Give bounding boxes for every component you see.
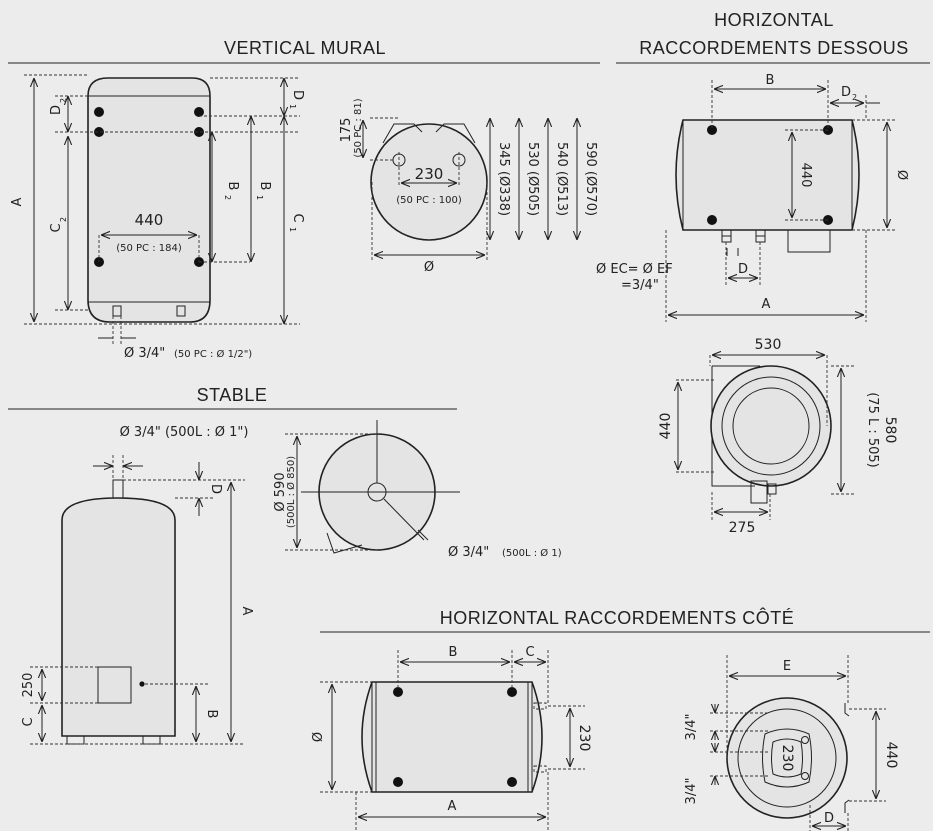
title-raccordements-dessous: RACCORDEMENTS DESSOUS (639, 38, 909, 58)
dim-175-note: (50 PC : 81) (353, 98, 364, 157)
dim-175: 175 (339, 118, 354, 143)
dim-250: 250 (21, 673, 36, 698)
dim-590: Ø 590 (273, 472, 288, 511)
dim-B: B (766, 73, 775, 88)
dim-quarter-1: 3/4" (684, 714, 699, 741)
horizontal-end-view (676, 355, 855, 520)
dim-580: 580 (882, 417, 898, 444)
title-stable: STABLE (197, 385, 268, 405)
dim-580-note: (75 L : 505) (865, 392, 880, 468)
pipe-note: (50 PC : Ø 1/2") (174, 348, 252, 360)
dim-D2-sub: 2 (852, 93, 857, 102)
dim-530: 530 (755, 337, 782, 353)
vertical-front-view (24, 74, 300, 345)
horizontal-cote-view (320, 650, 585, 831)
dim-B1-sub: 1 (255, 195, 264, 200)
dim-D: D (738, 262, 748, 277)
dim-590-note: (500L : Ø 850) (285, 456, 297, 528)
dim-540: 540 (Ø513) (554, 142, 569, 216)
dim-D1-sub: 1 (288, 104, 297, 109)
dim-A: A (10, 197, 25, 206)
dim-345: 345 (Ø338) (496, 142, 511, 216)
dim-B1: B (257, 182, 272, 191)
stable-top-view (285, 420, 460, 554)
dim-A: A (448, 799, 457, 814)
dim-440: 440 (135, 211, 164, 229)
dim-diameter: Ø (894, 170, 909, 180)
dim-C2: C (49, 223, 64, 232)
dim-230: 230 (779, 745, 795, 772)
pipe-top-label: Ø 3/4" (500L : Ø 1") (120, 425, 249, 440)
dim-A: A (762, 297, 771, 312)
pipe-label: Ø 3/4" (124, 346, 165, 361)
dim-B: B (449, 645, 458, 660)
dim-C1-sub: 1 (288, 227, 297, 232)
dim-275: 275 (729, 520, 756, 536)
dim-quarter-2: 3/4" (684, 778, 699, 805)
dim-530: 530 (Ø505) (525, 142, 540, 216)
dim-440: 440 (883, 742, 899, 769)
dim-C: C (525, 645, 534, 660)
dim-440: 440 (798, 163, 813, 188)
connection-label-2: =3/4" (621, 278, 659, 293)
title-horizontal: HORIZONTAL (714, 10, 834, 30)
dim-D: D (824, 811, 834, 826)
vertical-top-view (363, 117, 577, 262)
dim-440-note: (50 PC : 184) (116, 243, 182, 254)
dim-590: 590 (Ø570) (583, 142, 598, 216)
dim-diameter: Ø (311, 732, 326, 742)
pipe-side-label: Ø 3/4" (448, 545, 489, 560)
title-vertical-mural: VERTICAL MURAL (224, 38, 386, 58)
dim-C1: C (290, 213, 305, 222)
dim-B2: B (225, 182, 240, 191)
pipe-side-note: (500L : Ø 1) (502, 547, 562, 559)
dim-230-note: (50 PC : 100) (396, 195, 462, 206)
dim-D2: D (841, 85, 851, 100)
title-horizontal-cote: HORIZONTAL RACCORDEMENTS CÔTÉ (440, 607, 795, 628)
connection-label: Ø EC= Ø EF (596, 262, 673, 277)
dim-A: A (239, 607, 254, 616)
dim-B: B (204, 710, 219, 719)
horizontal-dessous-view (665, 80, 897, 322)
dim-D2-sub: 2 (59, 98, 68, 103)
dim-B2-sub: 2 (223, 195, 232, 200)
dim-230: 230 (576, 725, 592, 752)
cote-end-view (710, 655, 886, 831)
dim-D1: D (290, 90, 305, 100)
stable-front-view (30, 455, 245, 745)
dim-D2: D (49, 105, 64, 115)
dim-230: 230 (415, 165, 444, 183)
dim-D: D (208, 484, 223, 494)
dim-440: 440 (658, 413, 674, 440)
dim-E: E (783, 659, 791, 674)
dim-diameter: Ø (424, 260, 434, 275)
dim-C: C (21, 717, 36, 726)
dim-C2-sub: 2 (59, 217, 68, 222)
